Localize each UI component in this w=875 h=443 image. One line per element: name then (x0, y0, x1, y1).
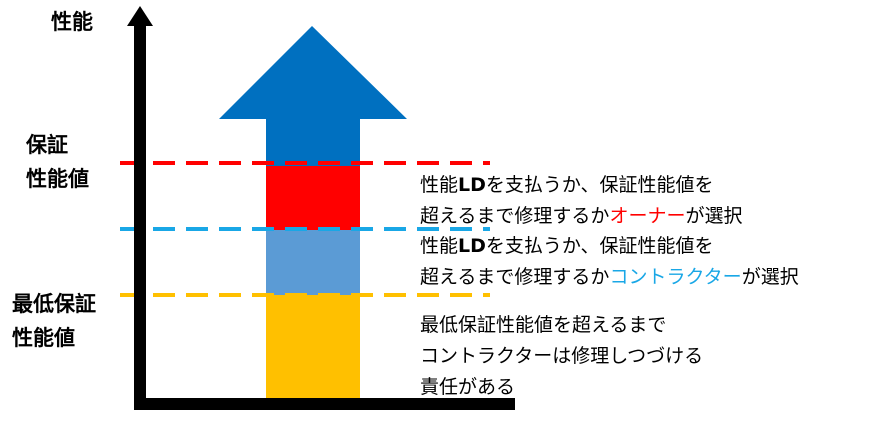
guaranteed-label-line2: 性能値 (26, 167, 89, 191)
y-axis-label: 性能 (51, 10, 93, 34)
performance-arrow (219, 26, 407, 166)
contractor-desc-line1: 性能LDを支払うか、保証性能値を (420, 235, 714, 257)
owner-zone-description: 性能LDを支払うか、保証性能値を 超えるまで修理するかオーナーが選択 (420, 170, 742, 232)
owner-desc-line2: 超えるまで修理するかオーナーが選択 (420, 205, 743, 227)
guaranteed-performance-label: 保証 性能値 (26, 128, 89, 196)
guaranteed-label-line1: 保証 (26, 133, 68, 157)
owner-zone (266, 166, 360, 230)
minimum-label-line2: 性能値 (12, 326, 75, 350)
repair-zone-description: 最低保証性能値を超えるまで コントラクターは修理しつづける 責任がある (420, 310, 703, 403)
owner-actor-label: オーナー (609, 205, 686, 227)
repair-desc-line1: 最低保証性能値を超えるまで (420, 314, 667, 336)
contractor-zone (266, 230, 360, 295)
contractor-zone-description: 性能LDを支払うか、保証性能値を 超えるまで修理するかコントラクターが選択 (420, 231, 799, 293)
repair-zone (266, 295, 360, 399)
repair-desc-line3: 責任がある (420, 376, 516, 398)
y-axis-arrowhead (127, 6, 153, 26)
contractor-desc-line2: 超えるまで修理するかコントラクターが選択 (420, 266, 799, 288)
contractor-actor-label: コントラクター (609, 266, 742, 288)
minimum-performance-label: 最低保証 性能値 (12, 287, 96, 355)
owner-desc-line1: 性能LDを支払うか、保証性能値を (420, 174, 714, 196)
repair-desc-line2: コントラクターは修理しつづける (420, 345, 704, 367)
minimum-label-line1: 最低保証 (12, 292, 96, 316)
